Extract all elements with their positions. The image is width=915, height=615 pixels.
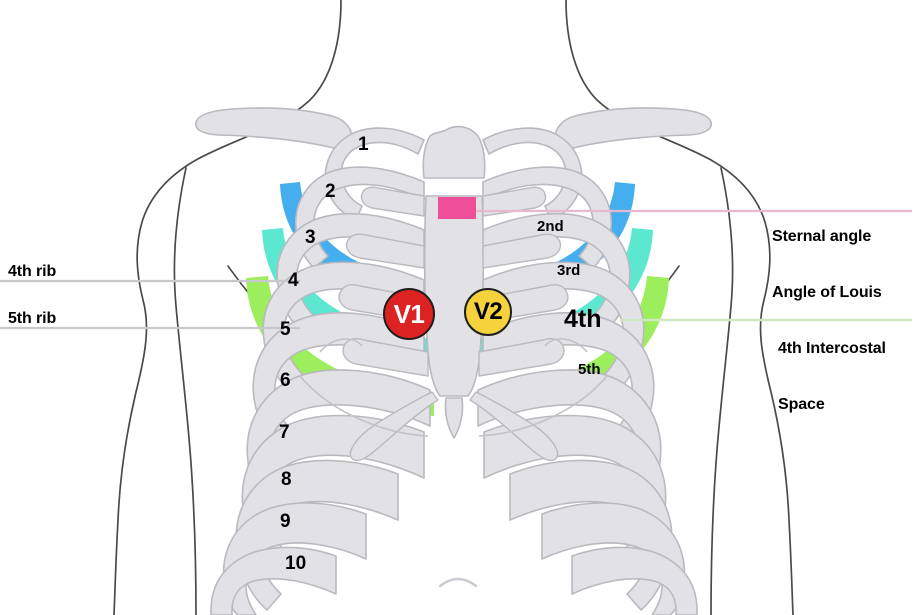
- ics4-callout-line2: Space: [778, 396, 825, 414]
- rib-2-right: [482, 166, 612, 269]
- clavicle-right: [554, 107, 713, 150]
- rib-number-4: 4: [288, 270, 299, 291]
- rib-number-2: 2: [325, 181, 336, 202]
- sternal-angle-marker: [438, 197, 476, 219]
- ics-label-5th: 5th: [578, 361, 601, 378]
- ics-label-3rd: 3rd: [557, 262, 581, 279]
- v2-electrode[interactable]: V2: [464, 288, 512, 336]
- ribcage: [194, 107, 713, 615]
- rib-number-9: 9: [280, 511, 291, 532]
- rib-2-left: [295, 166, 425, 269]
- rib-number-8: 8: [281, 469, 292, 490]
- rib-number-10: 10: [285, 553, 307, 574]
- ics4-callout-line1: 4th Intercostal: [778, 339, 886, 357]
- sternal-angle-callout: Sternal angle Angle of Louis: [772, 190, 882, 341]
- rib-5-callout: 5th rib: [8, 310, 57, 327]
- rib-number-5: 5: [280, 319, 291, 340]
- v2-electrode-label: V2: [473, 298, 503, 325]
- rib-4-callout: 4th rib: [8, 263, 57, 280]
- rib-10-right: [571, 546, 698, 615]
- rib-number-6: 6: [280, 370, 291, 391]
- rib-number-3: 3: [305, 227, 316, 248]
- rib-number-1: 1: [358, 134, 369, 155]
- ics-label-2nd: 2nd: [537, 218, 564, 235]
- ics-label-4th: 4th: [564, 305, 602, 333]
- leader-lines: [0, 209, 912, 330]
- sternum-body: [423, 195, 485, 397]
- navel: [438, 577, 478, 588]
- sternal-angle-callout-line1: Sternal angle: [772, 227, 872, 245]
- clavicle-left: [194, 107, 353, 150]
- v1-electrode[interactable]: V1: [383, 288, 435, 340]
- breast-contour: [299, 338, 608, 437]
- fourth-intercostal-space-callout: 4th Intercostal Space: [778, 302, 886, 453]
- manubrium: [422, 125, 486, 179]
- sternal-angle-callout-line2: Angle of Louis: [772, 284, 882, 302]
- rib-10-left: [210, 546, 337, 615]
- v1-electrode-label: V1: [393, 299, 425, 329]
- xiphoid-process: [444, 397, 464, 439]
- rib-number-7: 7: [279, 422, 290, 443]
